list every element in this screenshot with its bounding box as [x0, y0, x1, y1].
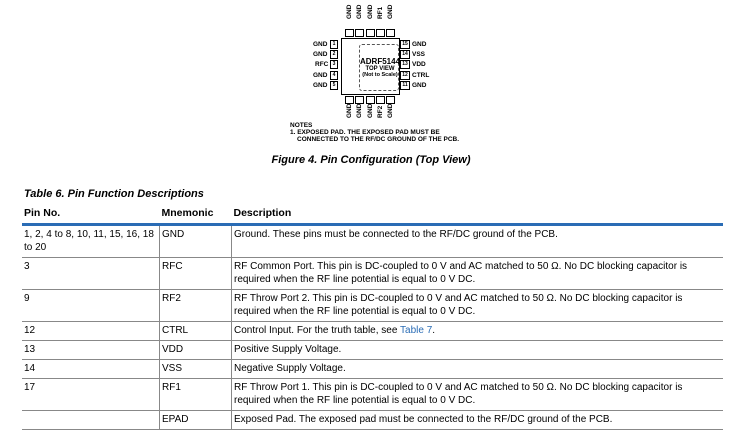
pin-pad: [386, 96, 395, 104]
chip-package-outline: [341, 38, 400, 95]
description-cell: RF Throw Port 1. This pin is DC-coupled …: [231, 378, 723, 411]
pin-cell: 3: [22, 257, 160, 290]
description-cell: Positive Supply Voltage.: [231, 340, 723, 360]
description-text: Control Input. For the truth table, see: [234, 325, 401, 336]
table-row: EPAD Exposed Pad. The exposed pad must b…: [22, 410, 723, 430]
mnemonic-cell: GND: [159, 224, 232, 258]
chip-name: ADRF5144: [360, 57, 401, 66]
table-header-row: Pin No. Mnemonic Description: [22, 204, 723, 226]
pin-number: 1: [330, 40, 338, 49]
pin-pad: [355, 29, 364, 37]
figure-caption: Figure 4. Pin Configuration (Top View): [271, 154, 471, 166]
chip-scale: (Not to Scale): [362, 72, 398, 78]
pin-label: GND: [367, 4, 374, 19]
notes-line: 1. EXPOSED PAD. THE EXPOSED PAD MUST BE: [290, 129, 440, 136]
pin-pad: [355, 96, 364, 104]
pin-label: RFC: [315, 61, 329, 68]
table-row: 9 RF2 RF Throw Port 2. This pin is DC-co…: [22, 289, 723, 322]
table-row: 14 VSS Negative Supply Voltage.: [22, 359, 723, 379]
pin-number: 2: [330, 50, 338, 59]
notes-line: CONNECTED TO THE RF/DC GROUND OF THE PCB…: [297, 136, 460, 143]
pin-label: GND: [346, 4, 353, 19]
pin-label: GND: [412, 41, 427, 48]
chip-view: TOP VIEW: [365, 66, 395, 72]
mnemonic-cell: VSS: [159, 359, 232, 379]
pin-cell: 13: [22, 340, 160, 360]
pin-label: GND: [313, 51, 328, 58]
pin-label: GND: [313, 82, 328, 89]
pin-number: 11: [400, 81, 410, 90]
pin-pad: [366, 96, 375, 104]
pin-number: 5: [330, 81, 338, 90]
pin-label: GND: [346, 103, 353, 118]
table-row: 13 VDD Positive Supply Voltage.: [22, 340, 723, 360]
column-header: Description: [231, 204, 723, 226]
mnemonic-cell: EPAD: [159, 410, 232, 430]
pin-label: CTRL: [412, 72, 430, 79]
description-cell: Exposed Pad. The exposed pad must be con…: [231, 410, 723, 430]
table-7-link[interactable]: Table 7: [400, 325, 433, 336]
pin-number: 3: [330, 60, 338, 69]
pin-cell: 12: [22, 321, 160, 341]
pin-label: GND: [313, 72, 328, 79]
mnemonic-cell: RFC: [159, 257, 232, 290]
table-row: 3 RFC RF Common Port. This pin is DC-cou…: [22, 257, 723, 290]
description-end: .: [432, 325, 436, 336]
pin-pad: [366, 29, 375, 37]
pin-label: VSS: [412, 51, 426, 58]
pin-cell: 1, 2, 4 to 8, 10, 11, 15, 16, 18 to 20: [22, 224, 160, 258]
pin-cell: [22, 410, 160, 430]
pin-number: 13: [400, 60, 410, 69]
pin-number: 14: [400, 50, 410, 59]
pin-pad: [345, 96, 354, 104]
pin-pad: [386, 29, 395, 37]
pin-label: RF2: [377, 105, 384, 118]
pin-label: GND: [356, 4, 363, 19]
pin-label: GND: [387, 103, 394, 118]
pin-function-table: Pin No. Mnemonic Description 1, 2, 4 to …: [22, 204, 723, 430]
pin-label: VDD: [412, 61, 426, 68]
pin-pad: [376, 96, 385, 104]
table-title: Table 6. Pin Function Descriptions: [24, 188, 204, 200]
pin-number: 4: [330, 71, 338, 80]
mnemonic-cell: RF1: [159, 378, 232, 411]
table-row: 1, 2, 4 to 8, 10, 11, 15, 16, 18 to 20 G…: [22, 224, 723, 258]
description-cell: Negative Supply Voltage.: [231, 359, 723, 379]
table-row: 17 RF1 RF Throw Port 1. This pin is DC-c…: [22, 378, 723, 411]
table-row: 12 CTRL Control Input. For the truth tab…: [22, 321, 723, 341]
column-header: Mnemonic: [159, 204, 232, 226]
pin-label: GND: [356, 103, 363, 118]
column-header: Pin No.: [22, 204, 160, 226]
mnemonic-cell: RF2: [159, 289, 232, 322]
pin-pad: [376, 29, 385, 37]
description-cell: RF Throw Port 2. This pin is DC-coupled …: [231, 289, 723, 322]
exposed-pad-outline: [359, 44, 399, 91]
description-cell: Ground. These pins must be connected to …: [231, 224, 723, 258]
pin-pad: [345, 29, 354, 37]
pin-number: 15: [400, 40, 410, 49]
pin-label: GND: [313, 41, 328, 48]
mnemonic-cell: VDD: [159, 340, 232, 360]
pin-label: GND: [367, 103, 374, 118]
pin-number: 12: [400, 71, 410, 80]
description-cell: RF Common Port. This pin is DC-coupled t…: [231, 257, 723, 290]
description-cell: Control Input. For the truth table, see …: [231, 321, 723, 341]
pin-label: GND: [412, 82, 427, 89]
pin-cell: 14: [22, 359, 160, 379]
pin-label: RF1: [377, 6, 384, 19]
notes-title: NOTES: [290, 122, 313, 129]
pin-label: GND: [387, 4, 394, 19]
mnemonic-cell: CTRL: [159, 321, 232, 341]
pin-cell: 9: [22, 289, 160, 322]
pin-cell: 17: [22, 378, 160, 411]
